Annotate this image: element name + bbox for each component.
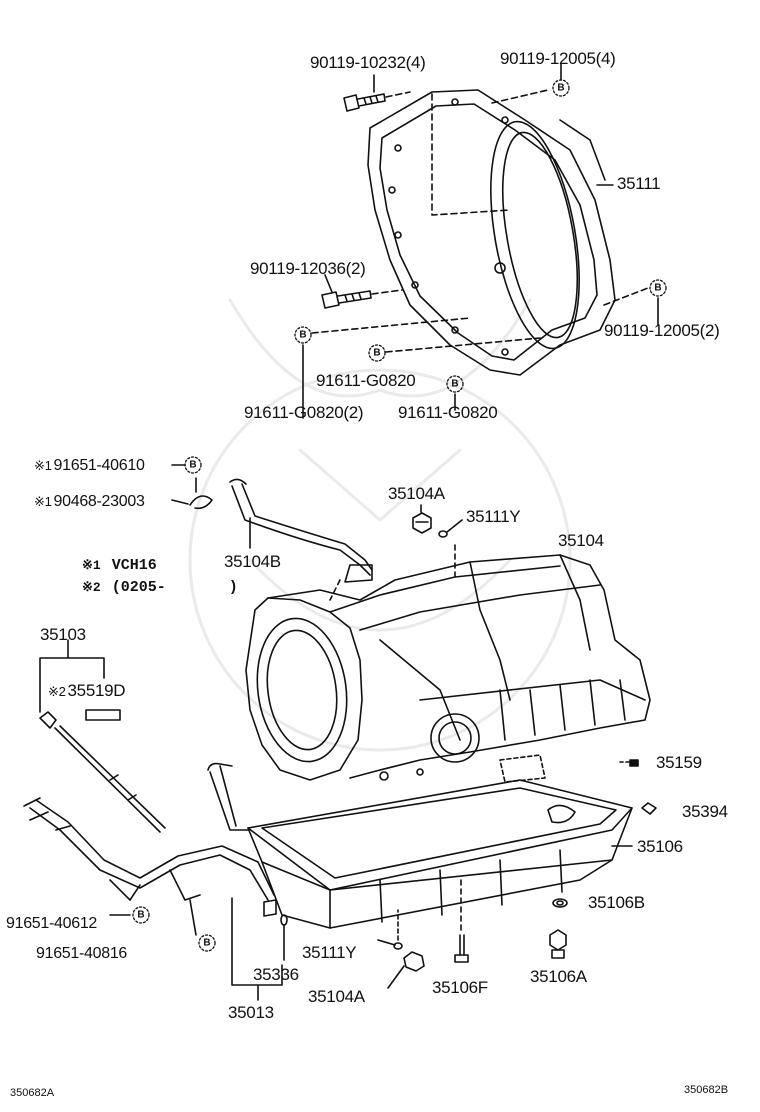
oil-pan-35106 xyxy=(247,754,633,929)
label-90119-10232: 90119-10232(4) xyxy=(310,53,426,72)
transmission-case-35104 xyxy=(245,544,651,781)
note-2: ※2 (0205- ) xyxy=(82,580,238,595)
dipstick-35103 xyxy=(39,711,166,833)
label-90119-12005-top: 90119-12005(4) xyxy=(500,49,616,68)
label-35106B: 35106B xyxy=(588,893,645,912)
label-35111: 35111 xyxy=(617,174,661,193)
label-91611-left: 91611-G0820(2) xyxy=(244,403,364,422)
part-number: 91651-40610 xyxy=(53,457,145,474)
label-35104A-bottom: 35104A xyxy=(308,987,365,1006)
footer-code-right: 350682B xyxy=(684,1084,729,1096)
label-90119-12036: 90119-12036(2) xyxy=(250,259,366,278)
note-mark-2: ※2 xyxy=(82,580,101,595)
clamp-90468-23003 xyxy=(171,477,213,510)
clip-markers xyxy=(132,79,667,952)
label-35159: 35159 xyxy=(656,753,702,772)
filler-tube-35104B xyxy=(229,478,373,601)
label-90119-12005-right: 90119-12005(2) xyxy=(604,321,720,340)
label-35111Y-top: 35111Y xyxy=(466,507,521,526)
clip-letter-b: B xyxy=(654,283,661,294)
bell-housing-35111 xyxy=(367,89,616,376)
gasket-35111Y-top xyxy=(438,530,448,538)
filler-tube-35013 xyxy=(23,762,277,917)
plug-35159 xyxy=(629,759,639,767)
magnet-35394 xyxy=(641,802,657,815)
drain-plug-35104A xyxy=(387,951,425,989)
label-91651-40612: 91651-40612 xyxy=(6,915,98,932)
label-35013: 35013 xyxy=(228,1003,274,1022)
label-35104A-top: 35104A xyxy=(388,484,445,503)
bolt-90119-12036 xyxy=(321,274,403,309)
part-number: 35519D xyxy=(67,681,126,700)
plug-35104A-top xyxy=(412,504,432,534)
label-35104B: 35104B xyxy=(224,552,281,571)
label-35103: 35103 xyxy=(40,625,86,644)
clip-letter-b: B xyxy=(299,330,306,341)
clip-letter-b: B xyxy=(203,938,210,949)
clip-letters: B B B B B B B B xyxy=(137,83,661,949)
bolt-90119-10232 xyxy=(343,74,411,112)
label-35394: 35394 xyxy=(682,802,728,821)
label-35519D xyxy=(85,709,121,721)
label-35104: 35104 xyxy=(558,531,604,550)
label-91611-mid: 91611-G0820 xyxy=(316,371,416,390)
gasket-35111Y-bottom xyxy=(393,942,403,950)
label-35106: 35106 xyxy=(637,837,683,856)
part-number: 90468-23003 xyxy=(53,493,145,510)
note-text: VCH16 xyxy=(111,557,157,574)
footer-code-left: 350682A xyxy=(10,1087,55,1099)
label-91611-right: 91611-G0820 xyxy=(398,403,498,422)
oring-35336 xyxy=(280,914,288,926)
note-mark-1: ※1 xyxy=(34,458,52,473)
note-mark-2: ※2 xyxy=(48,684,66,699)
note-1: ※1 VCH16 xyxy=(82,558,157,573)
note-mark-1: ※1 xyxy=(34,494,52,509)
plug-35106A xyxy=(549,929,567,959)
bolt-35106F xyxy=(454,879,469,963)
label-35111Y-bottom: 35111Y xyxy=(302,943,357,962)
clip-letter-b: B xyxy=(189,460,196,471)
clip-letter-b: B xyxy=(373,348,380,359)
clip-letter-b: B xyxy=(557,83,564,94)
label-91651-40816: 91651-40816 xyxy=(36,945,128,962)
label-35106A: 35106A xyxy=(530,967,587,986)
note-mark-1: ※1 xyxy=(82,558,101,573)
gasket-35106B xyxy=(552,898,568,908)
clip-letter-b: B xyxy=(451,379,458,390)
note-text: (0205- ) xyxy=(111,579,238,596)
clip-letter-b: B xyxy=(137,910,144,921)
label-35336: 35336 xyxy=(253,965,299,984)
label-35106F: 35106F xyxy=(432,978,488,997)
